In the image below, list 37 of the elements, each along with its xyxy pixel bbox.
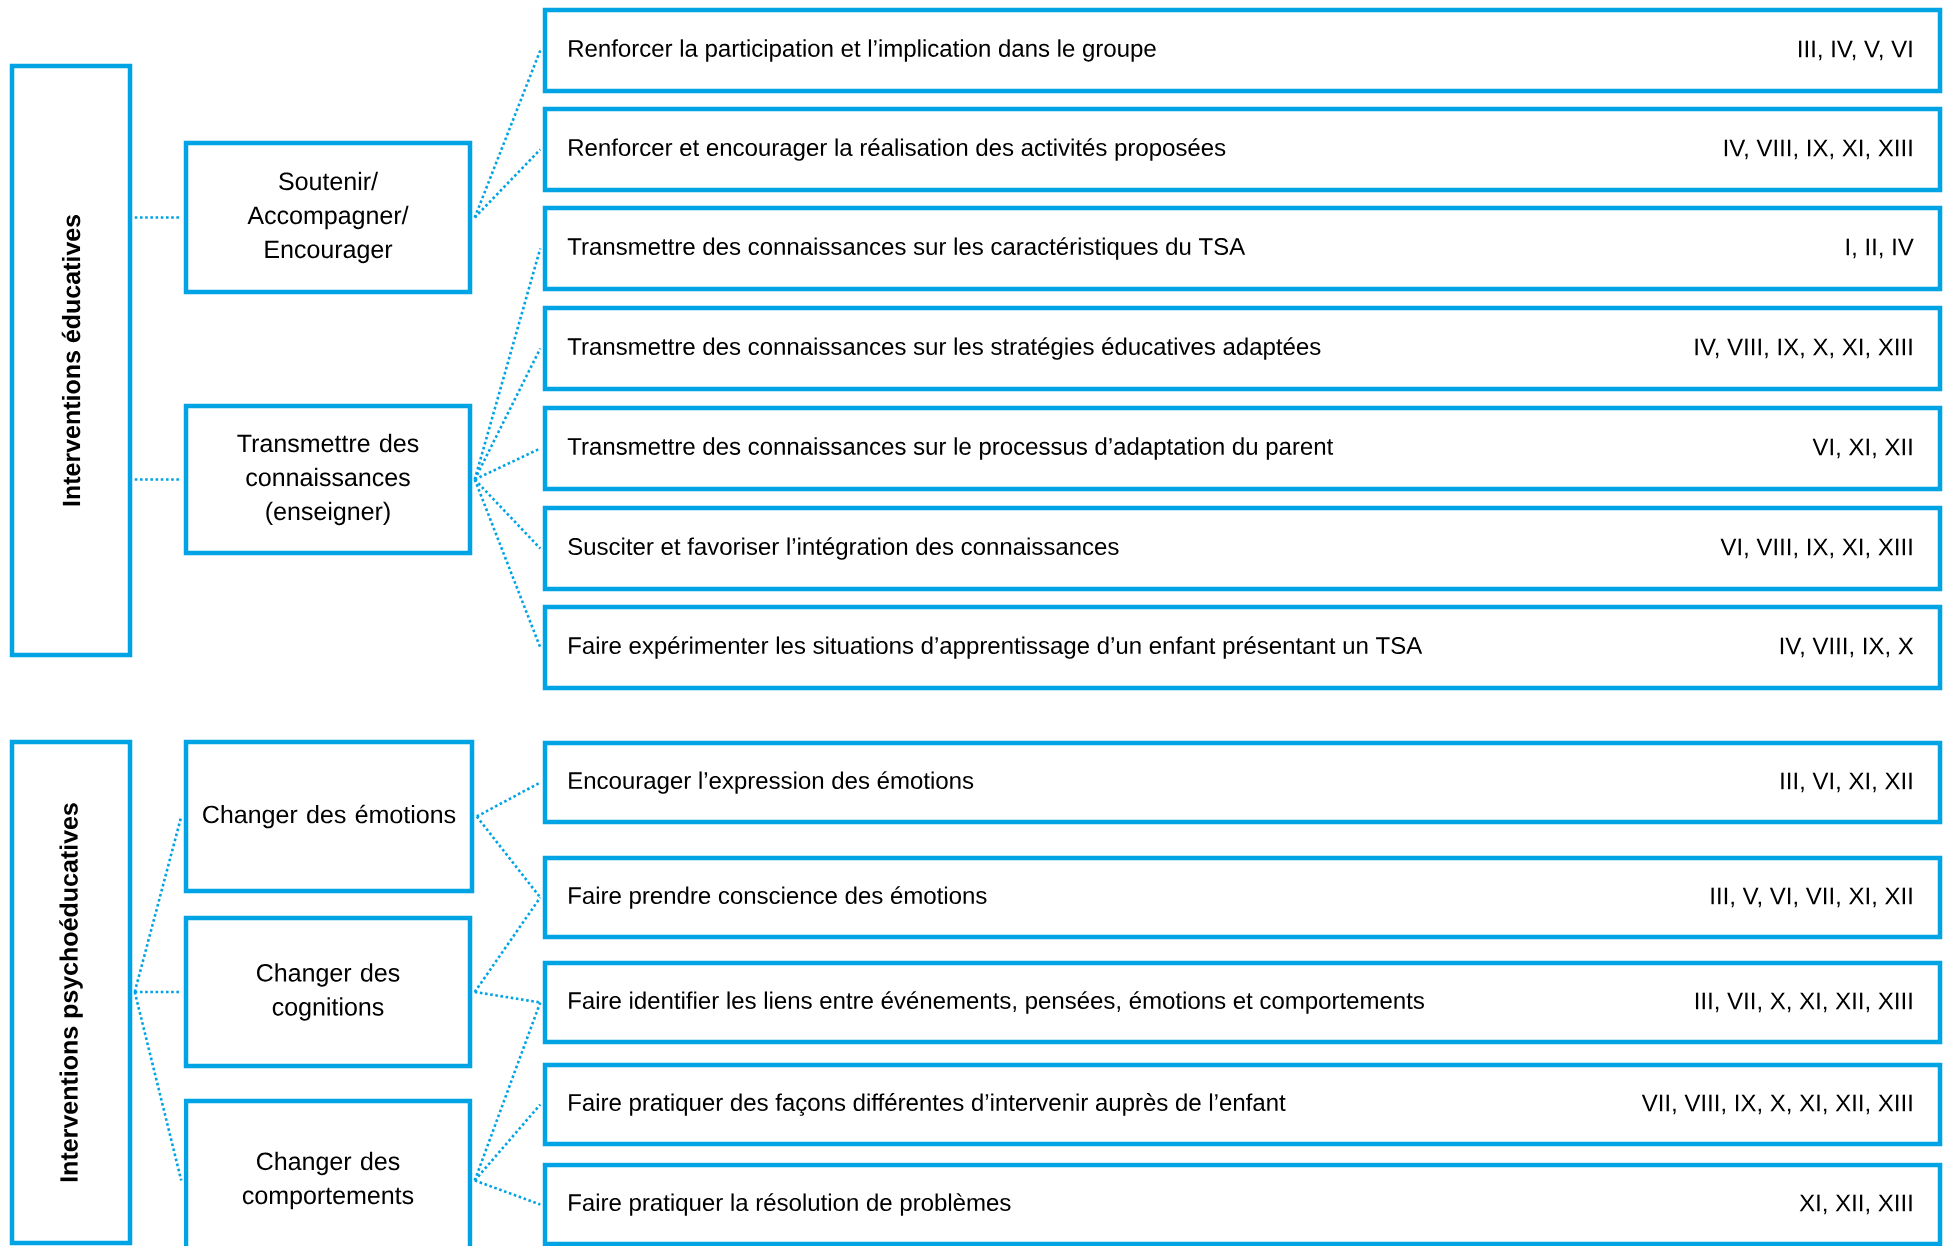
objective-box: Faire pratiquer des façons différentes d’intervenir auprès de l’enfant VII, VIII, IX, X, XI, XII, XIII: [542, 1062, 1943, 1147]
dotted-connector: [134, 478, 182, 481]
dotted-connector: [473, 1002, 542, 1181]
category-box: Interventions psychoéducatives: [9, 739, 133, 1246]
dotted-connector: [134, 990, 182, 994]
intervention-box: Changer des comportements: [183, 1098, 473, 1246]
dotted-connector: [133, 816, 183, 993]
dotted-connector: [473, 50, 542, 218]
objective-box: Renforcer et encourager la réalisation des activités proposées IV, VIII, IX, XI, XIII: [542, 106, 1943, 193]
dotted-connector: [134, 216, 182, 219]
category-box: Interventions éducatives: [9, 63, 133, 658]
dotted-connector: [473, 478, 542, 550]
objective-box: Transmettre des connaissances sur le processus d’adaptation du parent VI, XI, XII: [542, 405, 1943, 492]
dotted-connector: [133, 991, 183, 1181]
dotted-connector: [473, 148, 542, 219]
dotted-connector: [473, 479, 542, 648]
dotted-connector: [473, 1103, 542, 1182]
intervention-box: Changer des cognitions: [183, 915, 473, 1069]
objective-box: Susciter et favoriser l’intégration des connaissances VI, VIII, IX, XI, XIII: [542, 505, 1943, 592]
dotted-connector: [475, 815, 542, 899]
dotted-connector: [473, 896, 542, 993]
objective-box: Faire pratiquer la résolution de problèmes XI, XII, XIII: [542, 1162, 1943, 1246]
objective-box: Encourager l’expression des émotions III, VI, XI, XII: [542, 740, 1943, 825]
dotted-connector: [474, 1179, 541, 1206]
objective-box: Transmettre des connaissances sur les caractéristiques du TSA I, II, IV: [542, 205, 1943, 292]
objective-box: Faire expérimenter les situations d’apprentissage d’un enfant présentant un TSA IV, VIII, IX, X: [542, 604, 1943, 691]
objective-box: Faire prendre conscience des émotions III, V, VI, VII, XI, XII: [542, 855, 1943, 940]
intervention-box: Changer des émotions: [183, 739, 475, 894]
dotted-connector: [473, 347, 542, 481]
dotted-connector: [474, 990, 541, 1004]
objective-box: Transmettre des connaissances sur les stratégies éducatives adaptées IV, VIII, IX, X, XI, XIII: [542, 305, 1943, 392]
objective-box: Renforcer la participation et l’implication dans le groupe III, IV, V, VI: [542, 7, 1943, 94]
intervention-box: Soutenir/ Accompagner/ Encourager: [183, 140, 473, 295]
dotted-connector: [474, 447, 541, 481]
objective-box: Faire identifier les liens entre événements, pensées, émotions et comportements III, VII, X, XI, XII, XIII: [542, 960, 1943, 1045]
intervention-box: Transmettre des connaissances (enseigner): [183, 403, 473, 556]
dotted-connector: [476, 781, 541, 818]
